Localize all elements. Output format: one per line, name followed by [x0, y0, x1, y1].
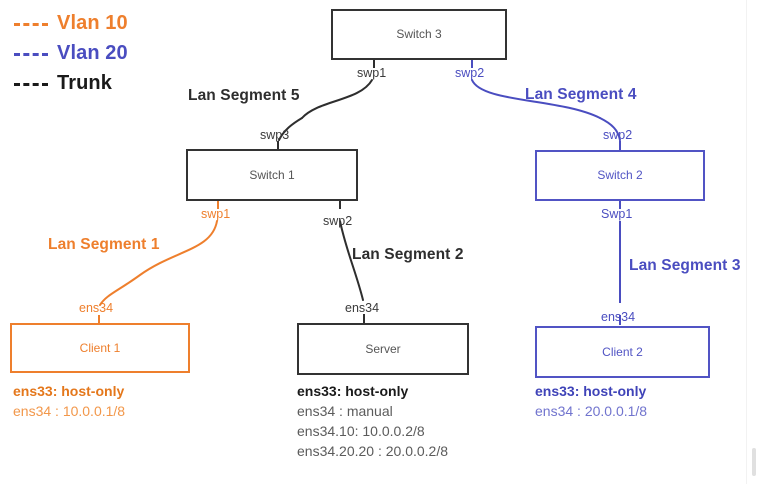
- segment-label-1: Lan Segment 1: [48, 236, 160, 253]
- node-client2[interactable]: Client 2: [535, 326, 710, 378]
- segment-label-3: Lan Segment 3: [629, 257, 741, 274]
- port-switch1-swp3: swp3: [260, 128, 290, 142]
- port-server-ens34: ens34: [345, 301, 380, 315]
- node-client1[interactable]: Client 1: [10, 323, 190, 373]
- port-client1-ens34: ens34: [79, 301, 114, 315]
- node-label-server: Server: [365, 341, 401, 356]
- info-client1-line2: ens34 : 10.0.0.1/8: [13, 402, 126, 419]
- info-client2: ens33: host-only ens34 : 20.0.0.1/8: [535, 382, 647, 422]
- legend-label-trunk: Trunk: [57, 71, 112, 94]
- segment-label-5: Lan Segment 5: [188, 87, 300, 104]
- info-server-line1: ens33: host-only: [297, 383, 409, 399]
- node-switch2[interactable]: Switch 2: [535, 150, 705, 201]
- link-switch1-client1: [99, 220, 218, 306]
- info-client1-line1: ens33: host-only: [13, 383, 125, 399]
- info-client1: ens33: host-only ens34 : 10.0.0.1/8: [13, 382, 125, 422]
- info-client2-line2: ens34 : 20.0.0.1/8: [535, 402, 648, 419]
- node-switch3[interactable]: Switch 3: [331, 9, 507, 60]
- info-server-line4: ens34.20.20 : 20.0.0.2/8: [297, 442, 449, 459]
- node-label-switch1: Switch 1: [249, 167, 295, 182]
- legend-label-vlan20: Vlan 20: [57, 41, 128, 64]
- dashed-line-icon: [14, 22, 48, 26]
- node-label-client1: Client 1: [79, 340, 121, 355]
- dashed-line-icon: [14, 82, 48, 86]
- port-switch3-swp1: swp1: [357, 66, 387, 80]
- port-switch3-swp2: swp2: [455, 66, 485, 80]
- legend: Vlan 10 Vlan 20 Trunk: [14, 8, 128, 98]
- port-switch1-swp1: swp1: [201, 207, 231, 221]
- node-switch1[interactable]: Switch 1: [186, 149, 358, 201]
- port-client2-ens34: ens34: [601, 310, 636, 324]
- segment-label-2: Lan Segment 2: [352, 246, 464, 263]
- scrollbar-thumb[interactable]: [752, 448, 756, 476]
- port-switch2-swp1: Swp1: [601, 207, 633, 221]
- info-client2-line1: ens33: host-only: [535, 383, 647, 399]
- port-switch1-swp2: swp2: [323, 214, 353, 228]
- legend-item-vlan10: Vlan 10: [14, 8, 128, 38]
- info-server-line2: ens34 : manual: [297, 402, 393, 419]
- node-label-switch3: Switch 3: [396, 27, 442, 42]
- port-switch2-swp2: swp2: [603, 128, 633, 142]
- dashed-line-icon: [14, 52, 48, 56]
- segment-label-4: Lan Segment 4: [525, 86, 637, 103]
- legend-item-vlan20: Vlan 20: [14, 38, 128, 68]
- legend-item-trunk: Trunk: [14, 68, 128, 98]
- info-server: ens33: host-only ens34 : manual ens34.10…: [297, 382, 448, 462]
- node-label-switch2: Switch 2: [597, 168, 643, 183]
- node-server[interactable]: Server: [297, 323, 469, 375]
- page-edge-divider: [746, 0, 747, 484]
- link-switch3-switch1: [301, 79, 373, 119]
- info-server-line3: ens34.10: 10.0.0.2/8: [297, 422, 425, 439]
- node-label-client2: Client 2: [602, 344, 643, 359]
- legend-label-vlan10: Vlan 10: [57, 11, 128, 34]
